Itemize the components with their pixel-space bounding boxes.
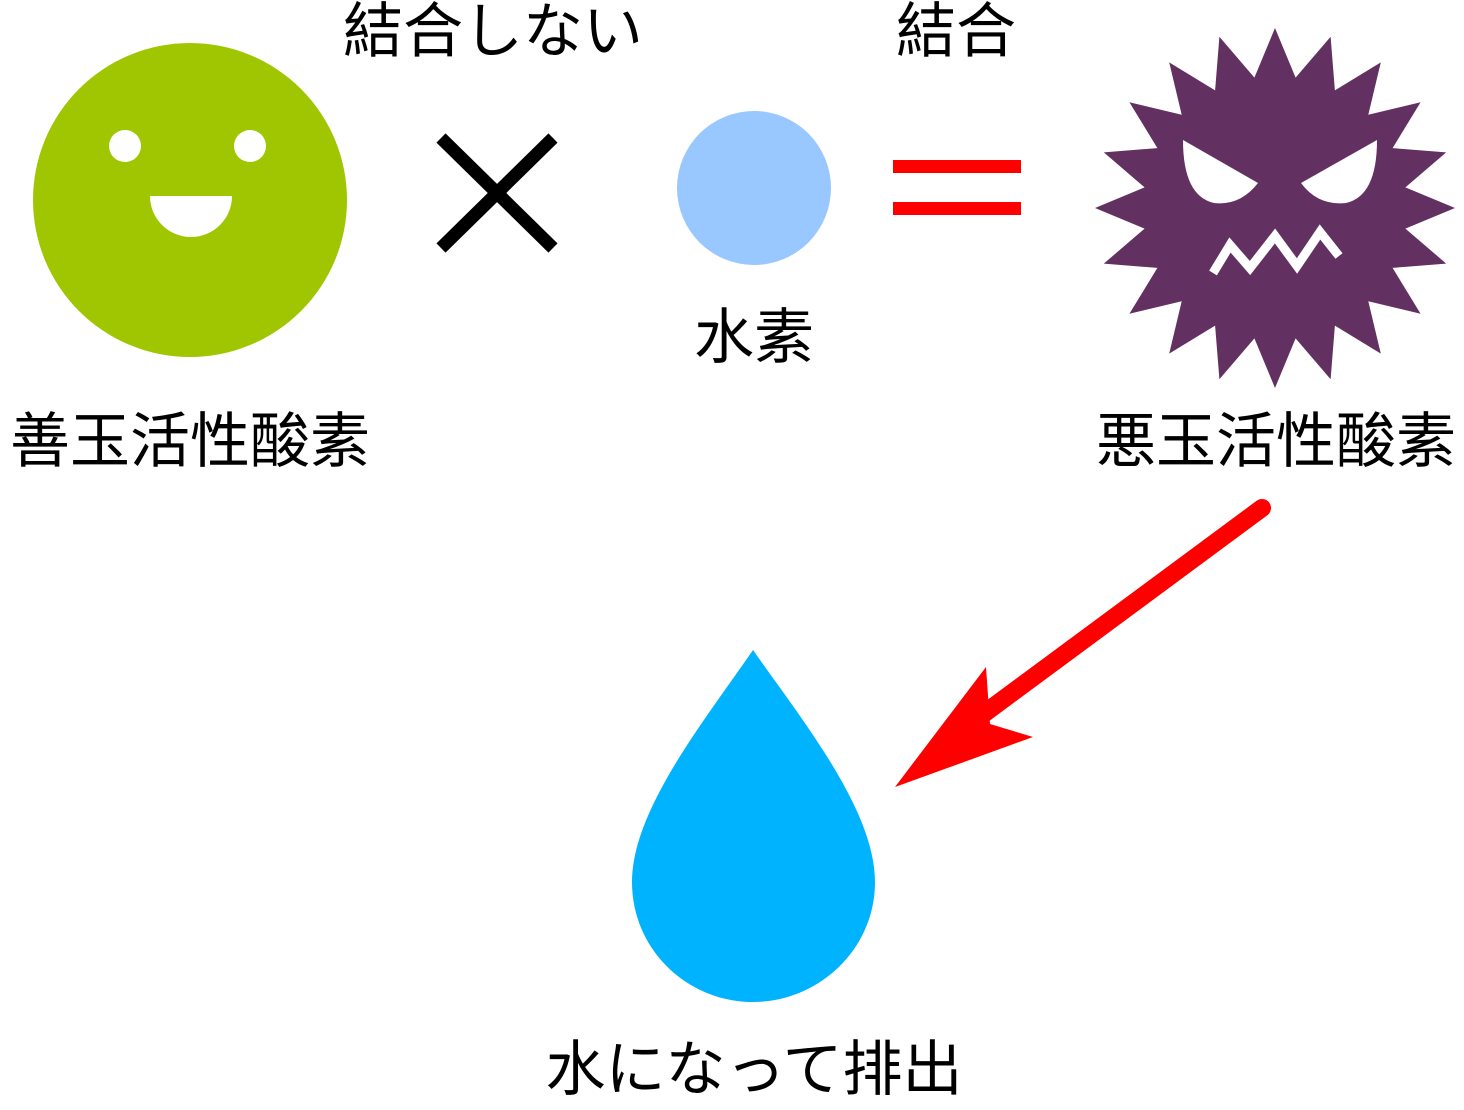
- angry-germ-icon: [1095, 28, 1455, 388]
- water-drop-icon: [632, 650, 875, 1002]
- cross-icon: [436, 133, 558, 253]
- good-oxygen-label: 善玉活性酸素: [10, 407, 370, 477]
- smiling-face-icon: [33, 43, 347, 357]
- hydrogen-circle-icon: [677, 111, 831, 265]
- no-bond-label: 結合しない: [343, 0, 643, 67]
- equals-icon: [893, 160, 1021, 215]
- result-label: 水になって排出: [545, 1035, 963, 1105]
- bond-label: 結合: [896, 0, 1016, 67]
- bad-oxygen-label: 悪玉活性酸素: [1096, 407, 1456, 477]
- arrow-icon: [895, 499, 1271, 787]
- hydrogen-label: 水素: [694, 303, 814, 373]
